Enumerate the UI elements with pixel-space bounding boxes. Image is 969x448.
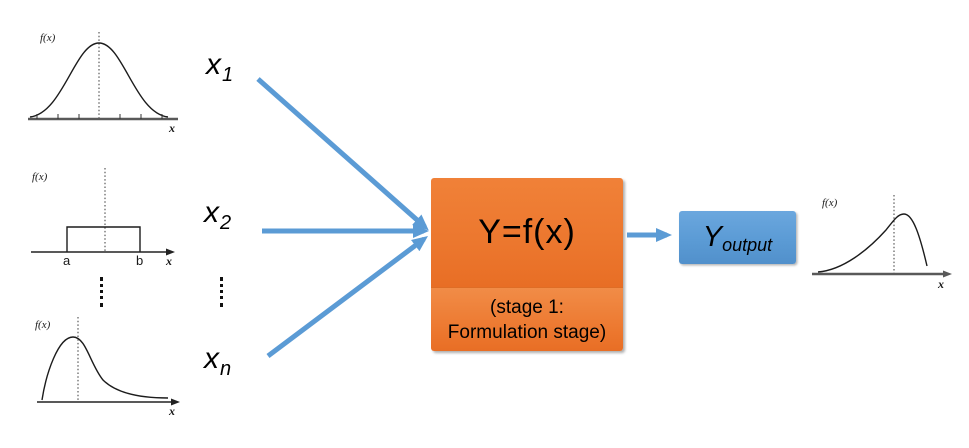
- process-formula: Y=f(x): [478, 213, 576, 251]
- plot1-curve: [29, 42, 169, 118]
- process-box-stage-section: (stage 1: Formulation stage): [431, 287, 623, 351]
- xn-base: x: [204, 342, 219, 375]
- output-plot-ylabel: f(x): [822, 197, 838, 209]
- process-box: Y=f(x) (stage 1: Formulation stage): [431, 178, 623, 351]
- plot2-a-label: a: [63, 253, 71, 268]
- xn-subscript: n: [220, 358, 232, 380]
- plot3-xlabel: x: [168, 404, 175, 418]
- output-plot-curve: [817, 213, 928, 273]
- output-plot-xlabel: x: [937, 277, 944, 291]
- plot3-axis-arrowhead: [171, 398, 180, 406]
- plot1-xlabel: x: [168, 121, 175, 135]
- input-label-xn: xn: [204, 342, 232, 381]
- x2-subscript: 2: [220, 212, 232, 234]
- input-label-x1: x1: [206, 48, 234, 87]
- vertical-ellipsis-plots: [100, 277, 103, 307]
- input1-normal-distribution-plot: f(x) x: [28, 32, 178, 135]
- input3-skewed-distribution-plot: f(x) x: [35, 317, 180, 418]
- plot3-curve: [41, 336, 169, 401]
- plot2-xlabel: x: [165, 254, 172, 268]
- process-stage-line2: Formulation stage): [447, 321, 607, 343]
- plot2-curve: [66, 226, 141, 252]
- arrow-x1-to-process: [256, 77, 429, 231]
- x2-base: x: [204, 196, 219, 229]
- plot3-ylabel: f(x): [35, 319, 51, 331]
- plot1-tick-marks: [36, 114, 163, 119]
- vertical-ellipsis-labels: [220, 277, 223, 307]
- output-label-subscript: output: [722, 235, 773, 255]
- plot2-b-label: b: [136, 253, 143, 268]
- input-label-x2: x2: [204, 196, 232, 235]
- process-stage-line1: (stage 1:: [490, 296, 564, 318]
- plot2-ylabel: f(x): [32, 171, 48, 183]
- plot2-axis-arrowhead: [166, 248, 175, 256]
- input2-uniform-distribution-plot: f(x) a b x: [31, 168, 175, 268]
- x1-base: x: [206, 48, 221, 81]
- output-plot-axis-arrowhead: [943, 270, 952, 278]
- process-box-formula-section: Y=f(x): [431, 178, 623, 287]
- output-distribution-plot: f(x) x: [812, 195, 952, 291]
- plot1-ylabel: f(x): [40, 32, 56, 44]
- arrow-xn-to-process: [266, 236, 428, 358]
- x1-subscript: 1: [222, 64, 234, 86]
- output-label-base: Y: [702, 221, 723, 253]
